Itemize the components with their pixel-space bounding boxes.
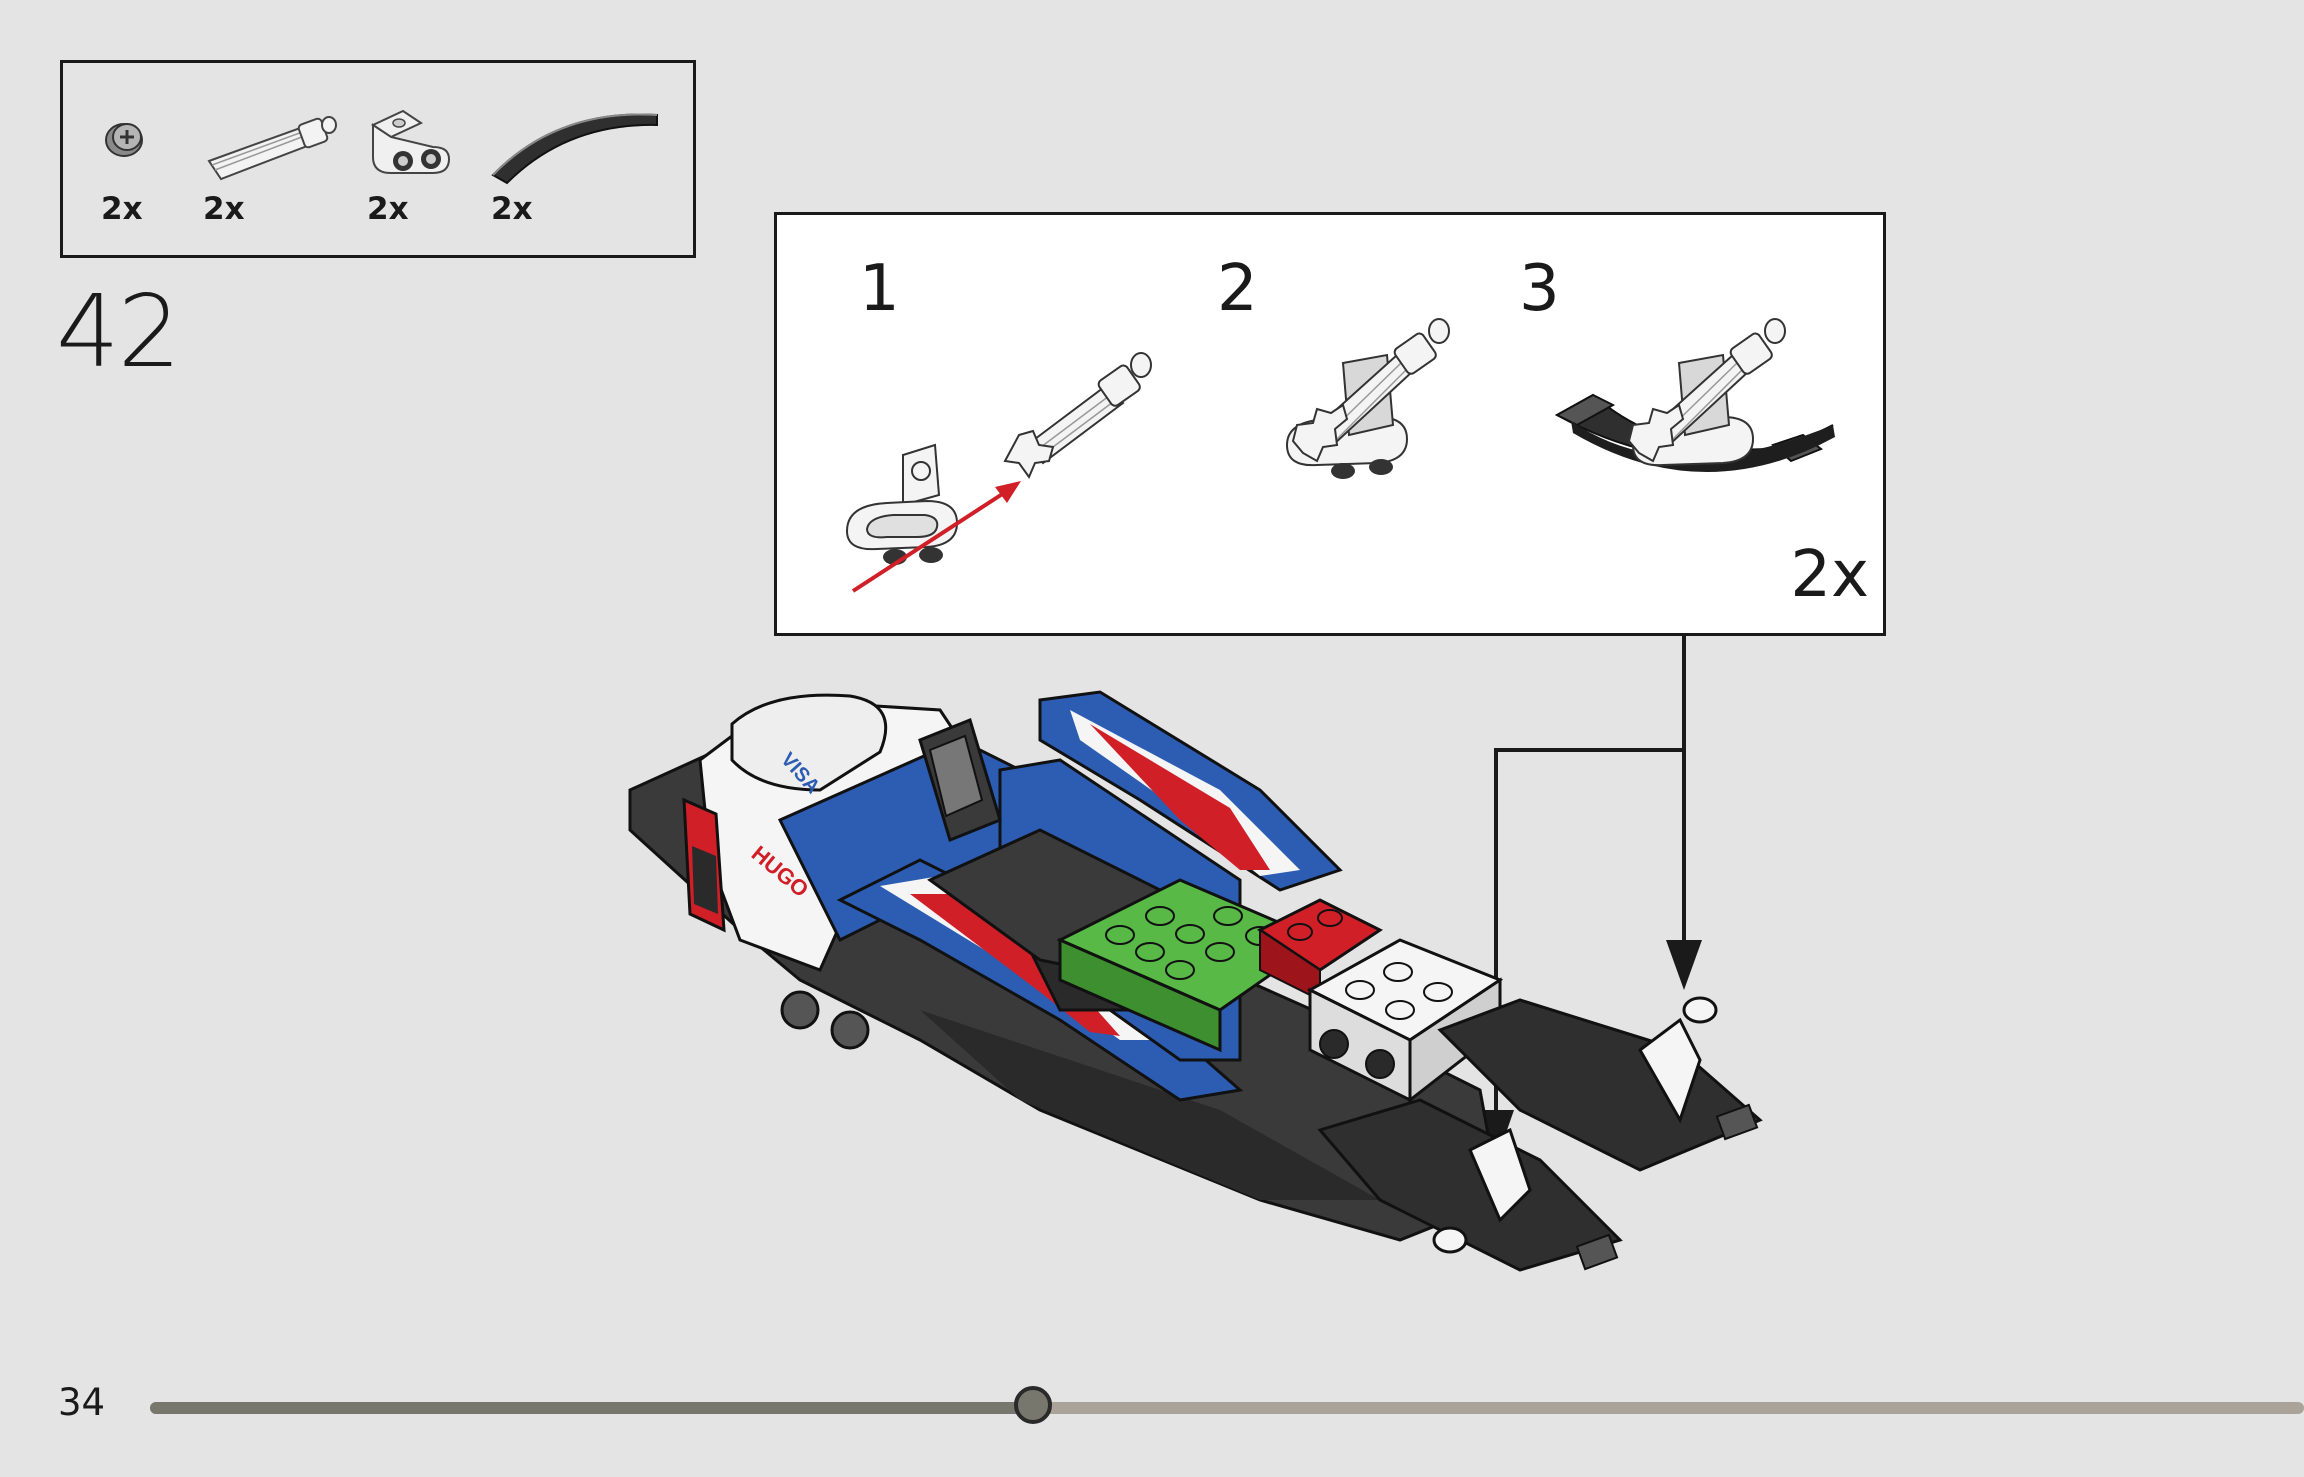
- page-number: 34: [58, 1381, 106, 1424]
- model-illustration: VISA HUGO: [628, 690, 1763, 1272]
- progress-fill: [150, 1402, 1034, 1414]
- sub-step-number: 3: [1519, 252, 1560, 326]
- sub-step-number: 1: [859, 252, 900, 326]
- parts-list: 2x 2x 2x 2x: [60, 60, 696, 258]
- part-quantity: 2x: [101, 191, 143, 227]
- sub-step-1-illustration: [845, 352, 1152, 593]
- bush-icon: [101, 113, 151, 167]
- part-quantity: 2x: [367, 191, 409, 227]
- sub-assembly-multiplier: 2x: [1790, 538, 1869, 612]
- sub-step-number: 2: [1217, 252, 1258, 326]
- sub-step-3-illustration: [1554, 318, 1835, 473]
- curved-slope-icon: [487, 101, 667, 191]
- part-quantity: 2x: [203, 191, 245, 227]
- step-number: 42: [56, 273, 181, 390]
- progress-knob[interactable]: [1014, 1386, 1053, 1424]
- sub-assembly-callout: 1 2 3: [774, 212, 1886, 636]
- axle-pin-icon: [203, 113, 343, 189]
- callout-arrowhead: [1666, 940, 1702, 990]
- plate-clip-icon: [363, 107, 459, 191]
- part-quantity: 2x: [491, 191, 533, 227]
- sub-step-2-illustration: [1285, 318, 1450, 479]
